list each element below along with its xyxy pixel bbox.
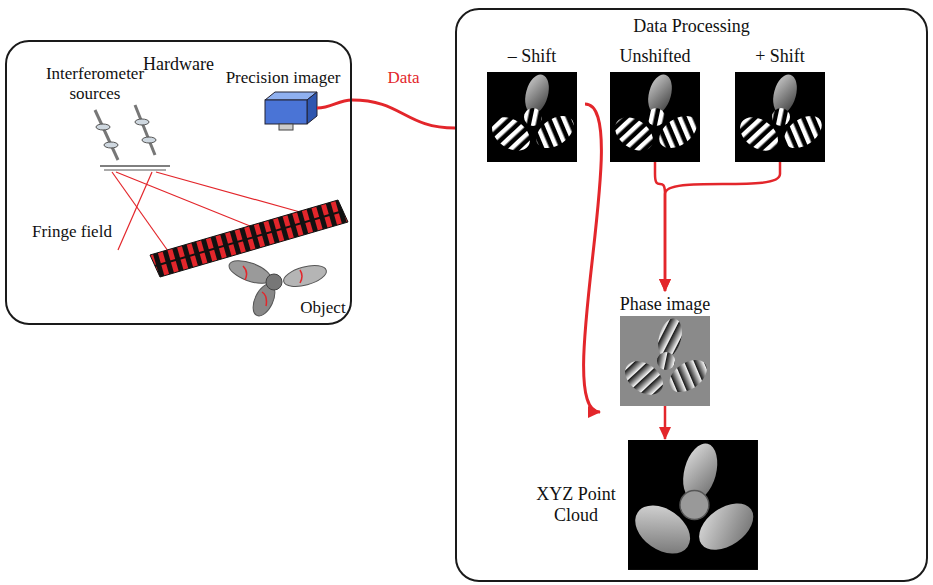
image-panel: Phase image (600, 292, 730, 406)
plus-shift-image (734, 72, 828, 162)
data-connector (352, 100, 455, 128)
image-heading: XYZ Point Cloud (530, 484, 622, 526)
image-panel: + Shift (727, 44, 833, 162)
image-heading: + Shift (727, 46, 833, 67)
phase-image (619, 316, 713, 406)
part-label: Precision imager (218, 68, 348, 88)
panel-box: Data Processing – Shift Unshifted + ShiftPh… (455, 8, 928, 582)
part-label: Object (296, 298, 350, 318)
data-connector (664, 406, 667, 439)
unshifted-image (609, 72, 703, 162)
precision-imager (265, 92, 317, 130)
panel-heading: Data Processing (457, 16, 926, 37)
image-panel: Unshifted (602, 44, 708, 162)
image-heading: Unshifted (602, 46, 708, 67)
part-label: Interferometer sources (30, 64, 160, 104)
image-heading: Phase image (600, 294, 730, 315)
data-cable (317, 100, 352, 108)
image-heading: – Shift (479, 46, 585, 67)
minus-shift-image (486, 72, 580, 162)
point-cloud-image (626, 440, 762, 570)
data-connector (655, 162, 665, 291)
part-label: Fringe field (22, 222, 122, 242)
data-connector (665, 162, 780, 291)
image-panel: XYZ Point Cloud (530, 440, 763, 570)
interferometer-sources (95, 105, 170, 170)
image-panel: – Shift (479, 44, 585, 162)
edge-label: Data (385, 68, 421, 88)
data-connector (584, 104, 602, 412)
